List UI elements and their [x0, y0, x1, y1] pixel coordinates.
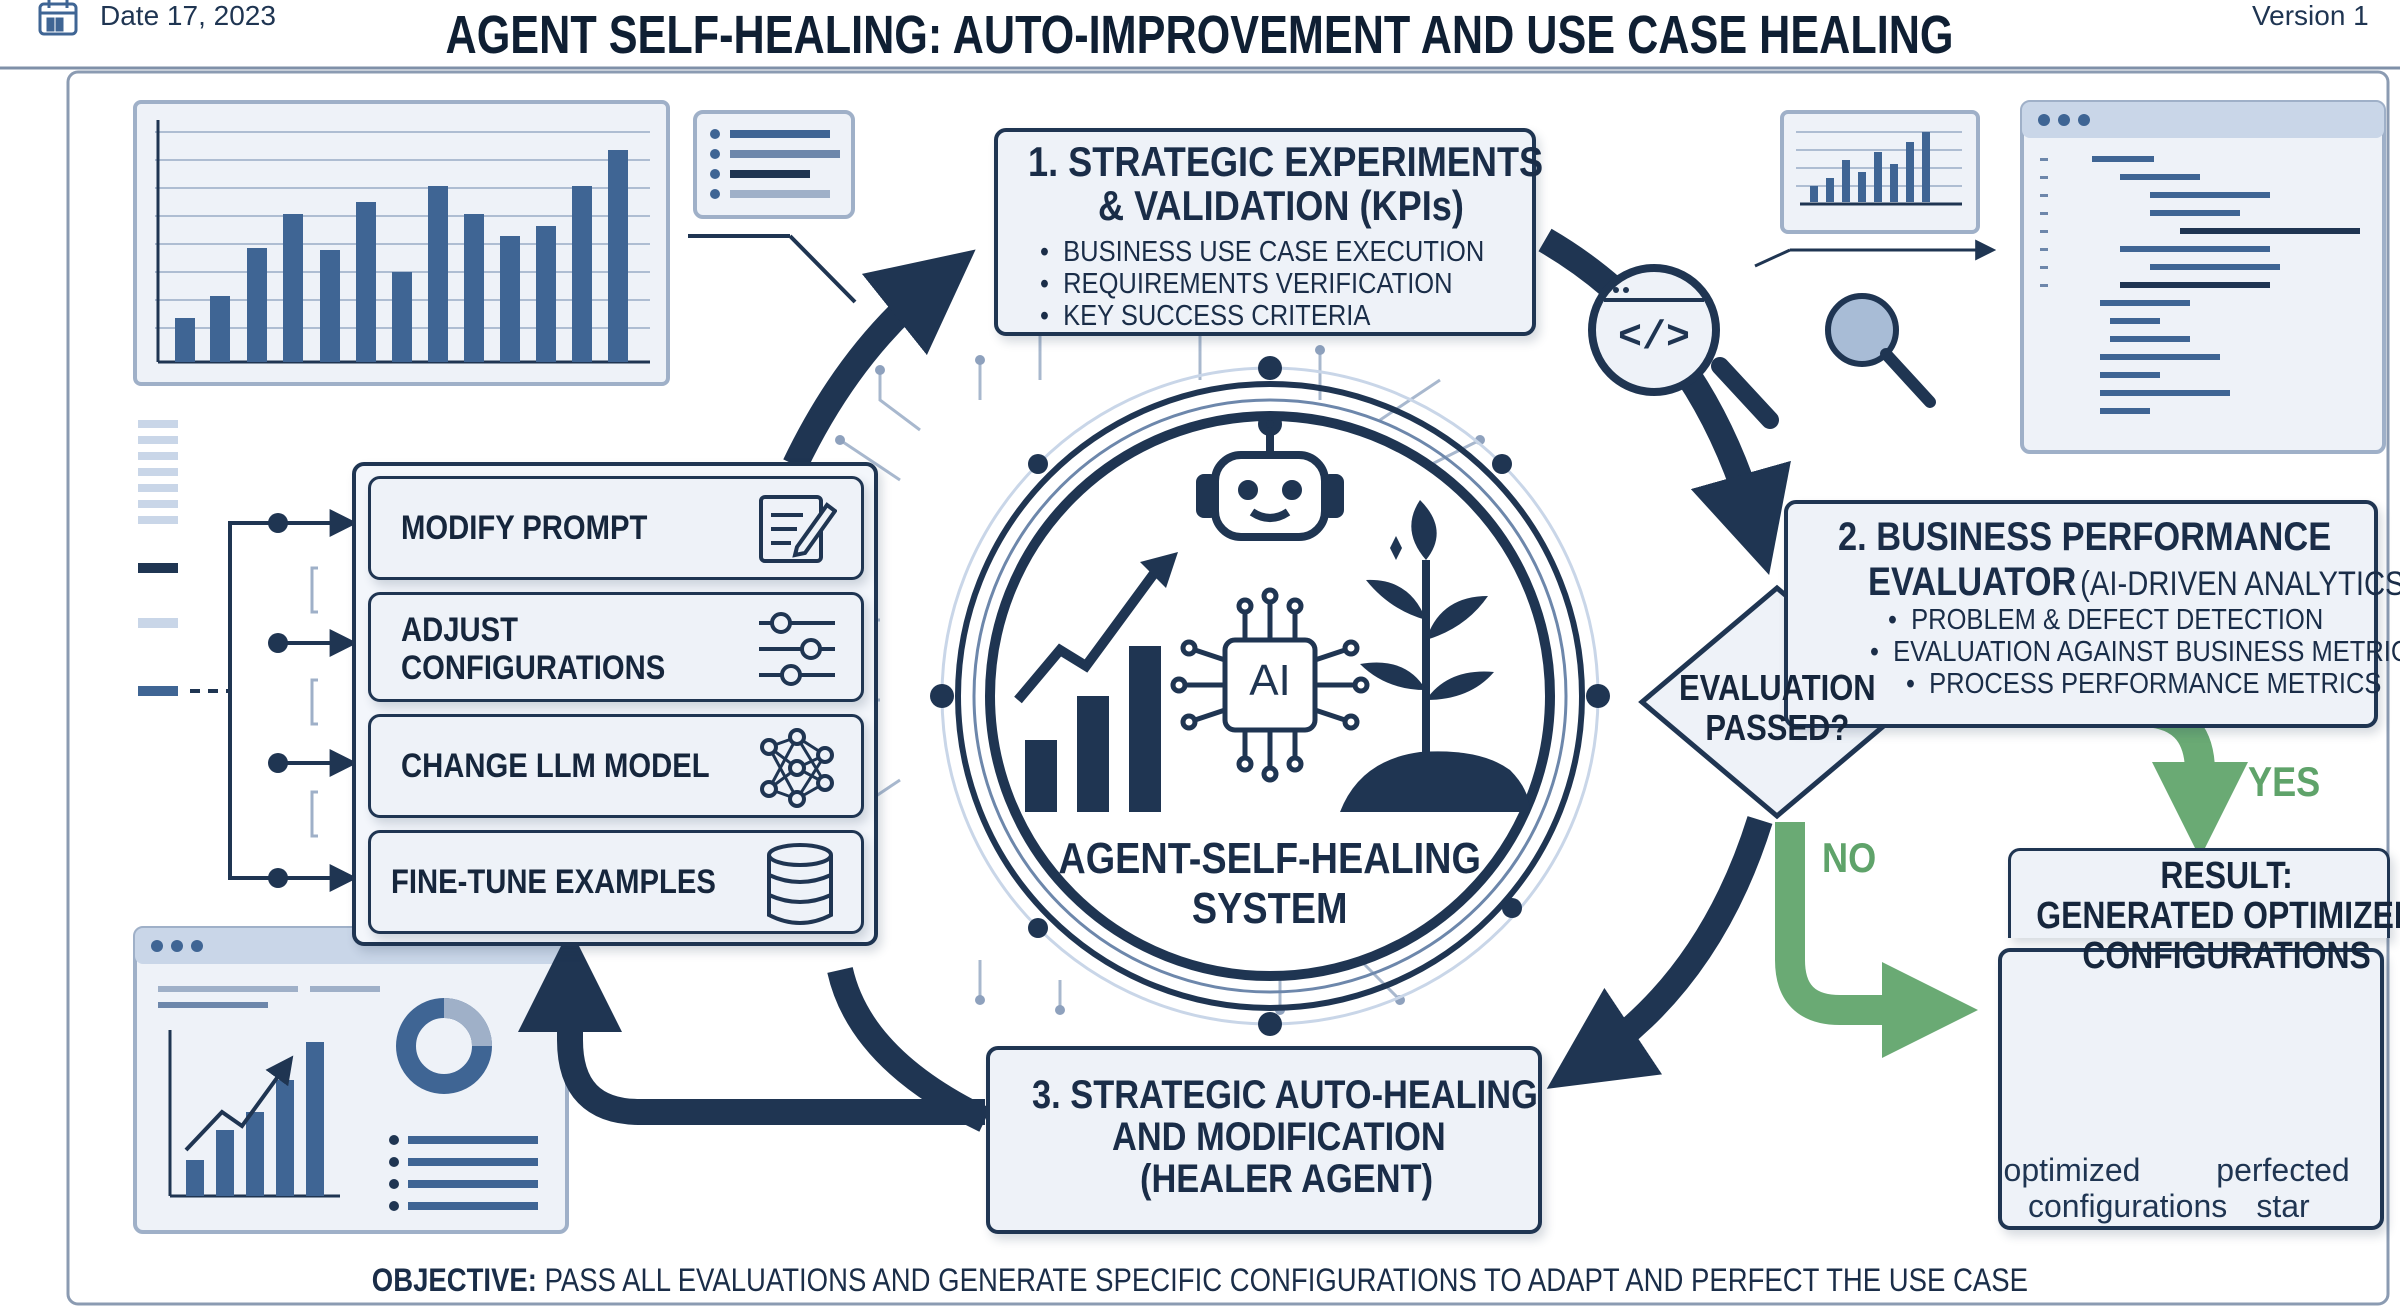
decision-label: EVALUATION PASSED? [1642, 668, 1912, 748]
option-modify-prompt: MODIFY PROMPT [368, 476, 864, 580]
cycle-arrows [518, 228, 1791, 1132]
step1-title-line1: 1. STRATEGIC EXPERIMENTS [1028, 138, 1544, 185]
magnifier-icon-small [1825, 293, 1936, 408]
code-inspect-icon: </> [1588, 264, 1779, 429]
result-item2-line1: perfected [2216, 1152, 2350, 1188]
result-title-line2: GENERATED OPTIMIZED [2036, 895, 2400, 937]
result-item2: perfected star [2208, 1152, 2358, 1224]
option-fine-tune-examples: FINE-TUNE EXAMPLES [368, 830, 864, 934]
result-title-line3: CONFIGURATIONS [2082, 935, 2371, 977]
ring-dark [955, 381, 1585, 1011]
date-label: Date 17, 2023 [100, 0, 276, 31]
step1-bullet: • REQUIREMENTS VERIFICATION [1040, 268, 1453, 300]
sliders-icon [759, 612, 835, 686]
decision-line2: PASSED? [1705, 707, 1849, 748]
list-widget-top [693, 110, 855, 219]
core-title: AGENT-SELF-HEALING SYSTEM [1000, 834, 1540, 934]
plant-icon [1340, 500, 1530, 812]
step1-title-line2: & VALIDATION (KPIs) [1098, 182, 1464, 229]
step1-bullets: • BUSINESS USE CASE EXECUTION • REQUIREM… [1040, 236, 1545, 332]
step1-bullet: • BUSINESS USE CASE EXECUTION [1040, 236, 1485, 268]
no-label: NO [1822, 834, 1877, 881]
outer-frame [66, 70, 2390, 1306]
result-card: optimized configurations perfected star [1998, 948, 2384, 1230]
result-item1-line2: configurations [2028, 1188, 2228, 1224]
ai-chip-label: AI [1249, 656, 1291, 705]
database-icon [767, 843, 833, 925]
step2-card: 2. BUSINESS PERFORMANCE EVALUATOR (AI-DR… [1784, 500, 2400, 728]
mini-chart-top-right [1780, 110, 1980, 234]
dashboard-bar-chart-panel [133, 100, 670, 386]
step2-title-bold: EVALUATOR [1868, 560, 2077, 604]
step1-bullet: • KEY SUCCESS CRITERIA [1040, 300, 1371, 332]
step2-bullet: • EVALUATION AGAINST BUSINESS METRICS [1870, 636, 2400, 668]
objective-label: OBJECTIVE: [371, 1262, 538, 1298]
neural-network-icon [760, 728, 834, 808]
svg-text:</>: </> [1618, 316, 1690, 361]
option-change-llm-model: CHANGE LLM MODEL [368, 714, 864, 818]
step2-bullet: • PROCESS PERFORMANCE METRICS [1906, 668, 2382, 700]
option-label: CHANGE LLM MODEL [401, 747, 710, 785]
option-label: FINE-TUNE EXAMPLES [391, 863, 716, 901]
ai-chip-icon [1170, 587, 1370, 783]
yes-label: YES [2248, 758, 2321, 805]
step3-card: 3. STRATEGIC AUTO-HEALING AND MODIFICATI… [986, 1046, 1542, 1234]
edit-document-icon [759, 495, 837, 563]
calendar-icon [38, 0, 78, 36]
result-title-line1: RESULT: [2160, 855, 2293, 897]
objective-text: PASS ALL EVALUATIONS AND GENERATE SPECIF… [544, 1262, 2029, 1298]
step2-bullets: • PROBLEM & DEFECT DETECTION • EVALUATIO… [1870, 604, 2400, 700]
options-connector-bus [190, 509, 358, 892]
option-label: MODIFY PROMPT [401, 509, 648, 547]
option-adjust-configurations: ADJUST CONFIGURATIONS [368, 592, 864, 702]
result-item2-line2: star [2256, 1188, 2310, 1224]
step2-bullet: • PROBLEM & DEFECT DETECTION [1888, 604, 2324, 636]
page-title: AGENT SELF-HEALING: AUTO-IMPROVEMENT AND… [445, 5, 1955, 65]
version-label: Version 1 [2252, 0, 2369, 31]
result-title-tab [2008, 848, 2390, 938]
decision-line1: EVALUATION [1678, 667, 1876, 708]
step2-title-line2: EVALUATOR (AI-DRIVEN ANALYTICS) [1868, 560, 2400, 605]
result-item1: optimized configurations [2002, 1152, 2228, 1224]
title-row: AGENT SELF-HEALING: AUTO-IMPROVEMENT AND… [0, 4, 2400, 66]
code-window-top-right [2020, 100, 2386, 454]
step3-title-line1: 3. STRATEGIC AUTO-HEALING [1032, 1073, 1538, 1117]
objective-row: OBJECTIVE: PASS ALL EVALUATIONS AND GENE… [0, 1262, 2400, 1299]
core-title-line1: AGENT-SELF-HEALING [1058, 834, 1482, 883]
core-title-line2: SYSTEM [1192, 884, 1348, 933]
dashboard-panel-bottom-left [133, 926, 569, 1234]
step1-card: 1. STRATEGIC EXPERIMENTS & VALIDATION (K… [994, 128, 1543, 336]
side-legend-decor [138, 420, 178, 696]
robot-icon [1196, 412, 1344, 541]
result-title: RESULT: GENERATED OPTIMIZED CONFIGURATIO… [2000, 856, 2400, 976]
growth-chart-icon [1014, 552, 1178, 812]
step2-title-line1: 2. BUSINESS PERFORMANCE [1838, 515, 2332, 559]
option-label: ADJUST CONFIGURATIONS [401, 611, 666, 687]
step3-title-line3: (HEALER AGENT) [1140, 1157, 1434, 1201]
step3-title-line2: AND MODIFICATION [1112, 1115, 1446, 1159]
result-item1-line1: optimized [2003, 1152, 2141, 1188]
step2-title-rest: (AI-DRIVEN ANALYTICS) [2080, 565, 2400, 603]
